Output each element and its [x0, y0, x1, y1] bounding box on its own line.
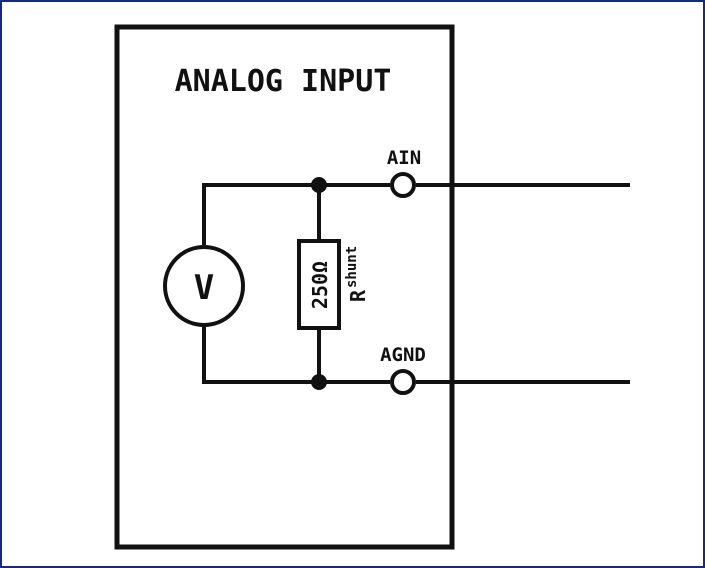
junction-dot-top — [311, 177, 327, 193]
shunt-resistor-symbol — [297, 239, 341, 330]
module-title: ANALOG INPUT — [175, 64, 392, 99]
junction-dot-bottom — [311, 374, 327, 390]
analog-input-module-box — [114, 24, 455, 550]
ain-label: AIN — [387, 147, 421, 169]
agnd-label: AGND — [380, 344, 426, 366]
resistor-name-main: R — [346, 289, 370, 302]
agnd-terminal — [390, 369, 416, 395]
voltmeter-symbol — [163, 245, 245, 327]
resistor-name-label: R shunt — [344, 246, 370, 302]
ain-terminal — [390, 172, 416, 198]
resistor-value-label: 250Ω — [308, 261, 332, 309]
resistor-name-subscript: shunt — [344, 246, 360, 288]
voltmeter-label: V — [194, 268, 214, 308]
